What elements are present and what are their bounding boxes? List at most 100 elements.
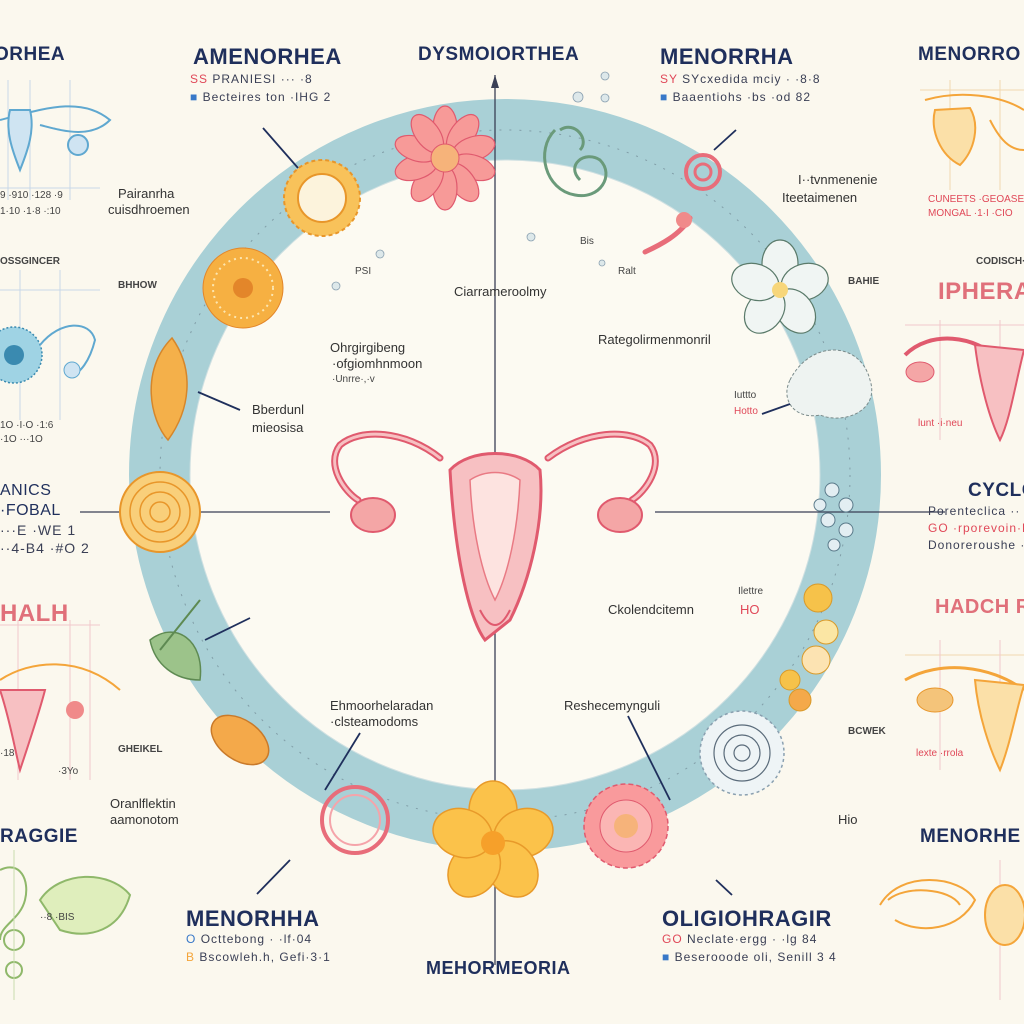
marker-blue-tr: ■	[660, 90, 669, 104]
note-inner-top: Ciarrameroolmy	[454, 284, 547, 299]
note-right-tr2: MONGAL ·1·I ·CIO	[928, 208, 1013, 219]
blue-berry-cluster	[813, 482, 854, 552]
anatomy-sketch-right-pink	[903, 320, 1024, 443]
section-line2-br: ■ Beserooode oli, Senill 3 4	[662, 950, 837, 964]
marker-blue-bl: O	[186, 932, 197, 946]
anatomy-sketch-top-right	[920, 80, 1024, 190]
green-swirl	[543, 126, 608, 198]
note-lunt: lunt ·i·neu	[918, 418, 963, 429]
note-left-panel2: cuisdhroemen	[108, 202, 190, 217]
edge-label-right-mid1: CYCLO	[968, 480, 1024, 501]
edge-label-right-mid4: Donoreroushe ·	[928, 538, 1024, 552]
note-inner-low-right: Reshecemynguli	[564, 698, 661, 713]
note-codisch: CODISCH·	[976, 256, 1024, 267]
section-line2-bl: B Bscowleh.h, Gefi·3·1	[186, 950, 331, 964]
red-ring	[320, 785, 390, 855]
note-ralt: Ralt	[618, 266, 636, 277]
anatomy-sketch-left-green	[0, 850, 132, 1000]
note-inner-left3: ·Unrre·,·v	[332, 374, 375, 385]
pink-flower-top	[394, 105, 496, 211]
red-spiral-shape	[642, 153, 722, 255]
marker-red-tl: SS	[190, 72, 209, 86]
note-hio: Hio	[838, 812, 858, 827]
yellow-flower-bottom	[432, 780, 554, 898]
note-bhow: BHHOW	[118, 280, 157, 291]
center-top-title: DYSMOIORTHEA	[418, 44, 580, 65]
section-line1-tl: SS PRANIESI ··· ·8	[190, 72, 313, 86]
annotation-arrows	[197, 127, 791, 896]
edge-label-right-mid3: GO ·rporevoin·LI	[928, 521, 1024, 535]
yellow-blossom-cluster	[779, 583, 839, 712]
note-right-pair2: Iteetaimenen	[782, 190, 858, 205]
marker-blue-br: ■	[662, 950, 671, 964]
note-inner-right-mid: Ckolendcitemn	[608, 602, 694, 617]
section-line1-br: GO Neclate·ergg · ·lg 84	[662, 932, 818, 946]
edge-label-left-bottom: RAGGIE	[0, 826, 78, 847]
note-bis: Bis	[580, 236, 594, 247]
edge-label-far-tl: ORHEA	[0, 44, 66, 65]
edge-label-left-mid3: ···E ·WE 1	[0, 522, 77, 538]
note-inner-right-small2: Hotto	[734, 406, 758, 417]
green-stem	[159, 599, 201, 651]
center-bottom-title: MEHORMEORIA	[426, 958, 571, 978]
edge-label-left-red: HALH	[0, 600, 69, 627]
orange-leaf	[150, 336, 188, 442]
section-title-tl: AMENORHEA	[193, 44, 342, 69]
section-line2-tl: ■ Becteires ton ·IHG 2	[190, 90, 332, 104]
note-inner-left1: Ohrgirgibeng	[330, 340, 406, 355]
note-ticks-tl2: 1·10 ·1·8 ·:10	[0, 206, 61, 217]
note-bottom-left-ticks: ··8 ·BIS	[40, 912, 75, 923]
section-line2-tr: ■ Baaentiohs ·bs ·od 82	[660, 90, 812, 104]
section-line1-tr: SY SYcxedida mciy · ·8·8	[660, 72, 821, 86]
marker-red-tr: SY	[660, 72, 678, 86]
note-left-panel3: OSSGINCER	[0, 256, 61, 267]
orange-seed-pod	[210, 714, 270, 766]
note-inner-left-mid1: Bberdunl	[252, 402, 305, 417]
anatomy-sketch-left-blue	[0, 270, 100, 420]
edge-label-right-red1: IPHERA	[938, 278, 1024, 305]
anatomy-sketch-top-left	[0, 80, 112, 200]
edge-label-left-mid1: ANICS	[0, 482, 52, 499]
note-gheikel: GHEIKEL	[118, 744, 163, 755]
edge-label-left-mid4: ··4-B4 ·#O 2	[0, 540, 90, 556]
note-inner-right-small3: Ilettre	[738, 586, 764, 597]
note-oran1: Oranlflektin	[110, 796, 176, 811]
section-title-bl: MENORHHA	[186, 906, 320, 931]
orange-spiral-disc	[119, 471, 201, 553]
note-inner-low-left2: ·clsteamodoms	[330, 714, 419, 729]
note-left-lower-axis: ·3Yo	[58, 766, 79, 777]
section-title-tr: MENORRHA	[660, 44, 794, 69]
section-line1-bl: O Octtebong · ·lf·04	[186, 932, 313, 946]
red-ring-inner	[329, 794, 381, 846]
uterus-illustration	[331, 430, 659, 643]
note-bahie: BAHIE	[848, 276, 880, 287]
edge-label-left-mid2: ·FOBAL	[0, 502, 61, 519]
white-flower-right	[731, 239, 829, 334]
anatomy-sketch-right-orange	[904, 640, 1024, 773]
axis-arrow-top	[491, 75, 499, 88]
anatomy-sketch-left-pink	[0, 620, 121, 780]
note-left-lower2: ·18	[0, 748, 15, 759]
note-right-pair1: I··tvnmenenie	[798, 172, 878, 187]
note-inner-low-left1: Ehmoorhelaradan	[330, 698, 434, 713]
note-inner-right-red: HO	[740, 602, 760, 617]
note-inner-left-mid2: mieosisa	[252, 420, 304, 435]
green-leaf	[149, 631, 202, 681]
edge-label-far-tr: MENORRO	[918, 44, 1021, 65]
edge-label-right-mid2: Porenteclica ··	[928, 504, 1021, 518]
decor-dots	[331, 71, 610, 291]
note-inner-right: Rategolirmenmonril	[598, 332, 711, 347]
marker-blue-tl: ■	[190, 90, 199, 104]
marker-red-br: GO	[662, 932, 683, 946]
swirl-flower	[699, 710, 785, 796]
orange-dandelion	[202, 247, 284, 329]
note-left-panel1: Pairanrha	[118, 186, 175, 201]
note-ticks-l: 1O ·I·O ·1:6	[0, 420, 54, 431]
note-psi: PSI	[355, 266, 372, 277]
edge-label-right-red2: HADCH R	[935, 596, 1024, 618]
edge-label-right-bottom: MENORHE	[920, 826, 1021, 847]
orange-sunflower	[283, 159, 361, 237]
note-oran2: aamonotom	[110, 812, 179, 827]
